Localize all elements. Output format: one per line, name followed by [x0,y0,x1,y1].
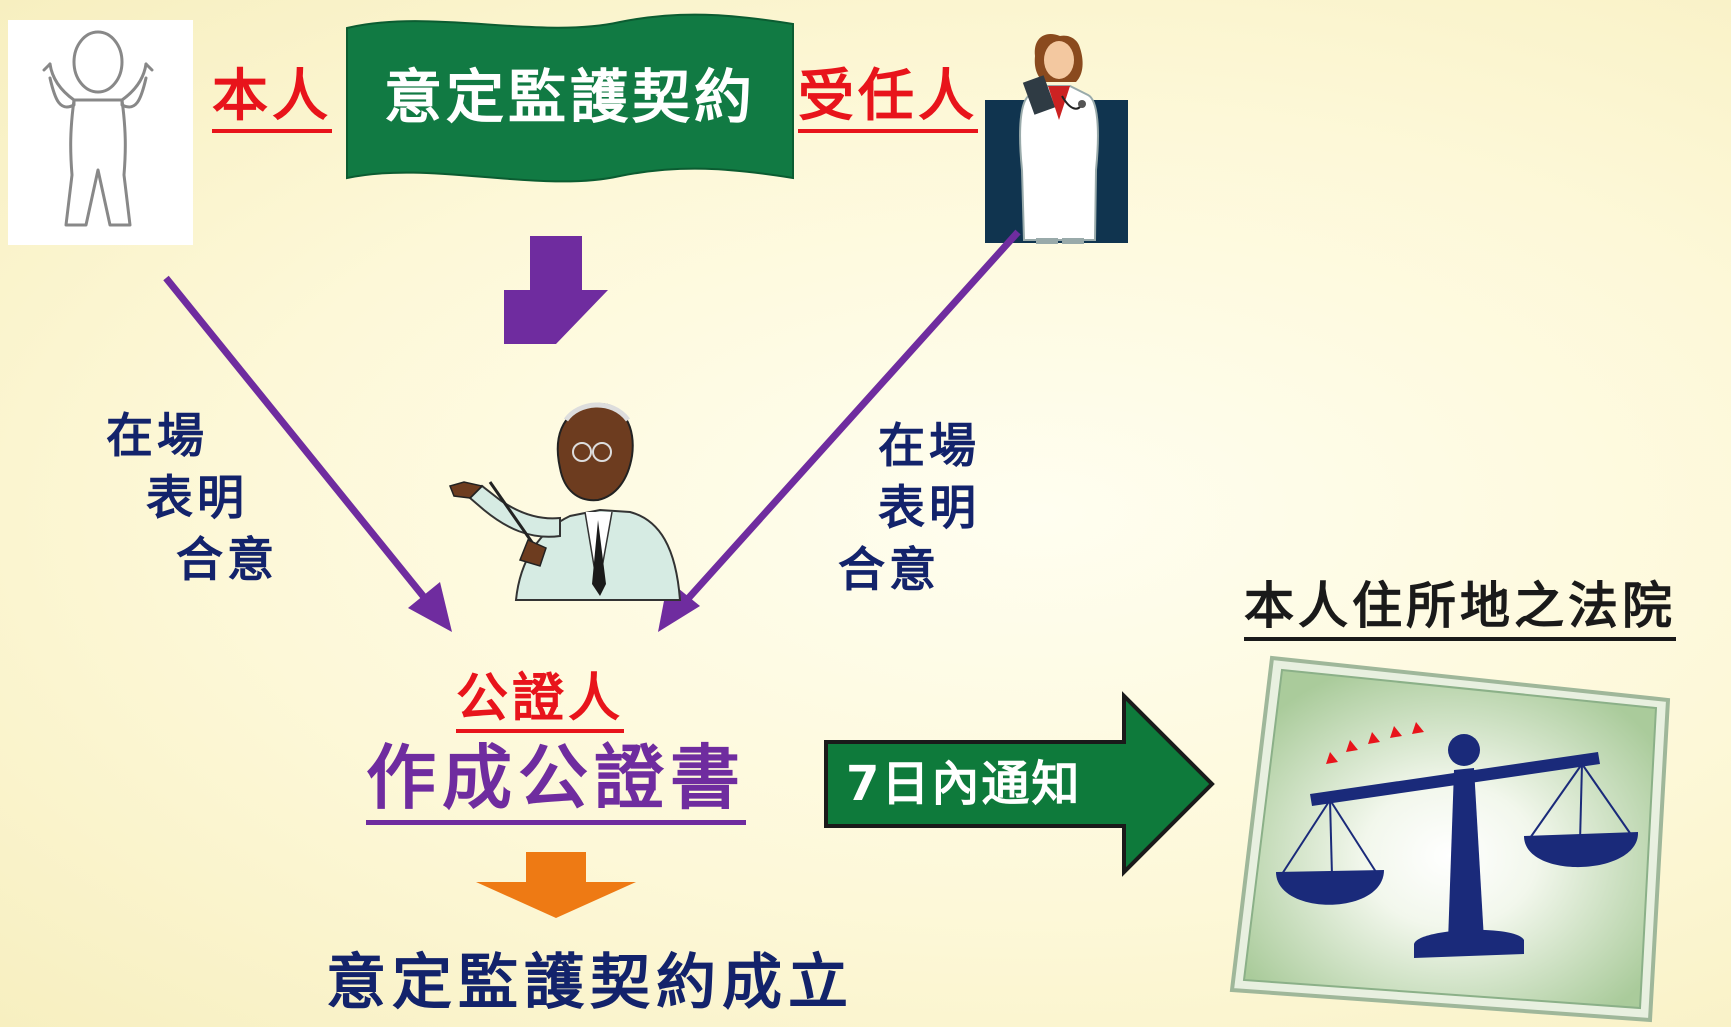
right-text-line-2: 表明 [878,481,980,536]
agent-label: 受任人 [798,67,978,133]
right-presence-text: 在場 表明 合意 [838,416,1038,602]
left-text-line-3: 合意 [176,533,278,588]
notary-label: 公證人 [456,672,625,733]
left-diagonal-arrow [163,275,452,632]
principal-label: 本人 [212,67,332,133]
notify-arrow [824,691,1215,877]
scales-of-justice-icon [1229,655,1671,1023]
left-text-line-1: 在場 [106,409,208,464]
contract-established-text: 意定監護契約成立 [326,948,854,1018]
down-arrow-purple [504,236,608,344]
notary-icon [448,402,682,601]
right-text-line-3: 合意 [838,543,940,598]
contract-banner [346,13,794,183]
doctor-icon [985,34,1128,244]
down-arrow-orange [476,852,636,918]
court-label: 本人住所地之法院 [1244,580,1676,641]
notarize-action: 作成公證書 [366,741,746,825]
person-icon [8,20,193,245]
notify-text: 7日內通知 [846,756,1082,812]
left-text-line-2: 表明 [146,471,248,526]
left-presence-text: 在場 表明 合意 [106,406,306,592]
right-text-line-1: 在場 [878,419,980,474]
contract-banner-text: 意定監護契約 [383,63,756,131]
